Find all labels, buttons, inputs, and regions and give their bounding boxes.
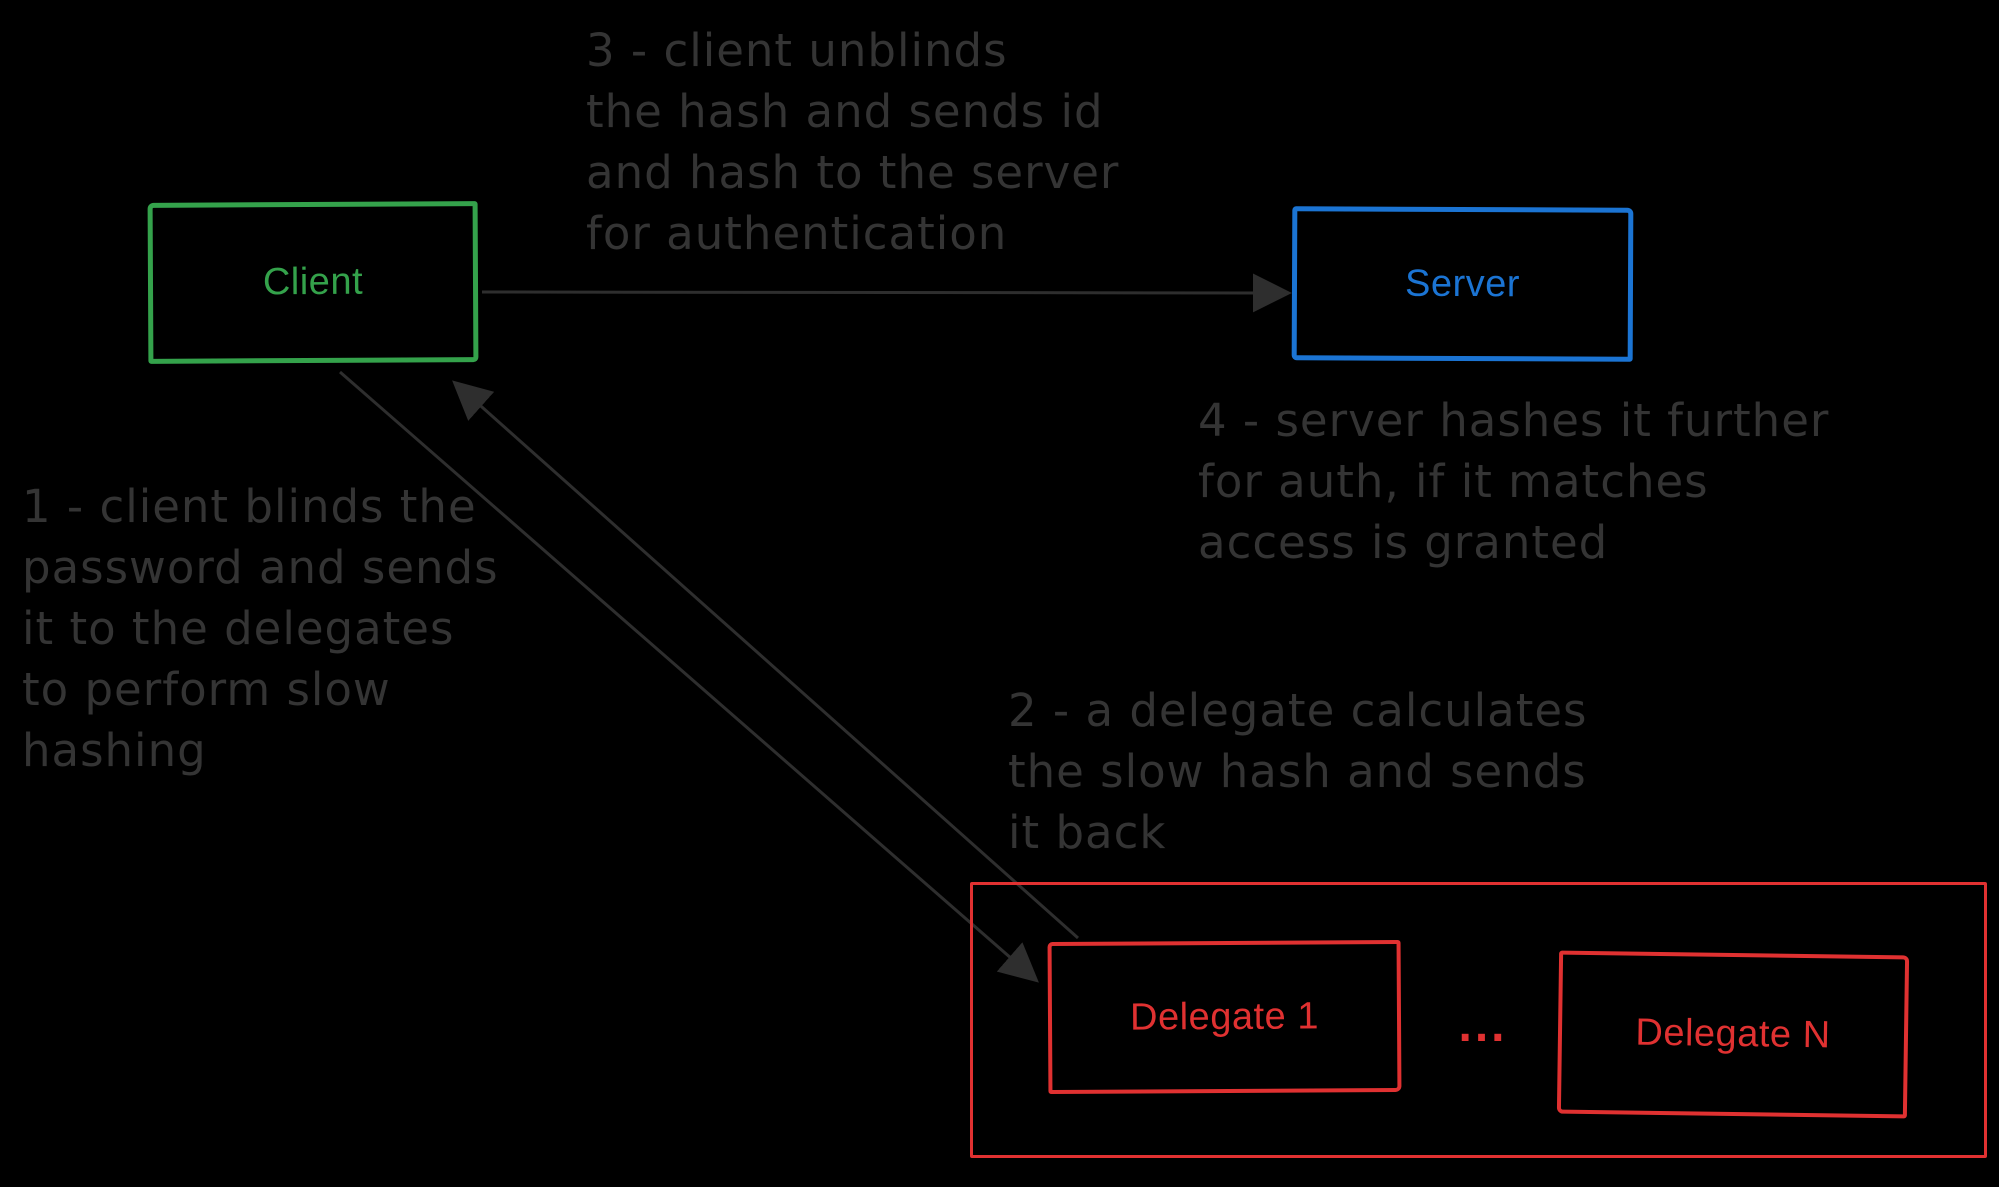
annotation-step-1: 1 - client blinds the password and sends… (22, 480, 499, 777)
server-node: Server (1291, 206, 1634, 362)
client-node: Client (147, 201, 479, 364)
delegate-1-node: Delegate 1 (1047, 939, 1402, 1095)
annotation-step-4: 4 - server hashes it further for auth, i… (1198, 394, 1830, 569)
annotation-step-3: 3 - client unblinds the hash and sends i… (586, 24, 1120, 260)
delegates-ellipsis: ... (1458, 999, 1508, 1052)
delegate-n-node: Delegate N (1556, 950, 1910, 1119)
arrow-client-to-server (481, 273, 1292, 313)
delegate-n-node-label: Delegate N (1635, 1011, 1831, 1057)
delegates-group-box (970, 882, 1987, 1158)
server-node-label: Server (1404, 262, 1521, 305)
delegate-1-node-label: Delegate 1 (1129, 994, 1320, 1039)
client-node-label: Client (262, 260, 364, 304)
annotation-step-2: 2 - a delegate calculates the slow hash … (1008, 684, 1588, 859)
